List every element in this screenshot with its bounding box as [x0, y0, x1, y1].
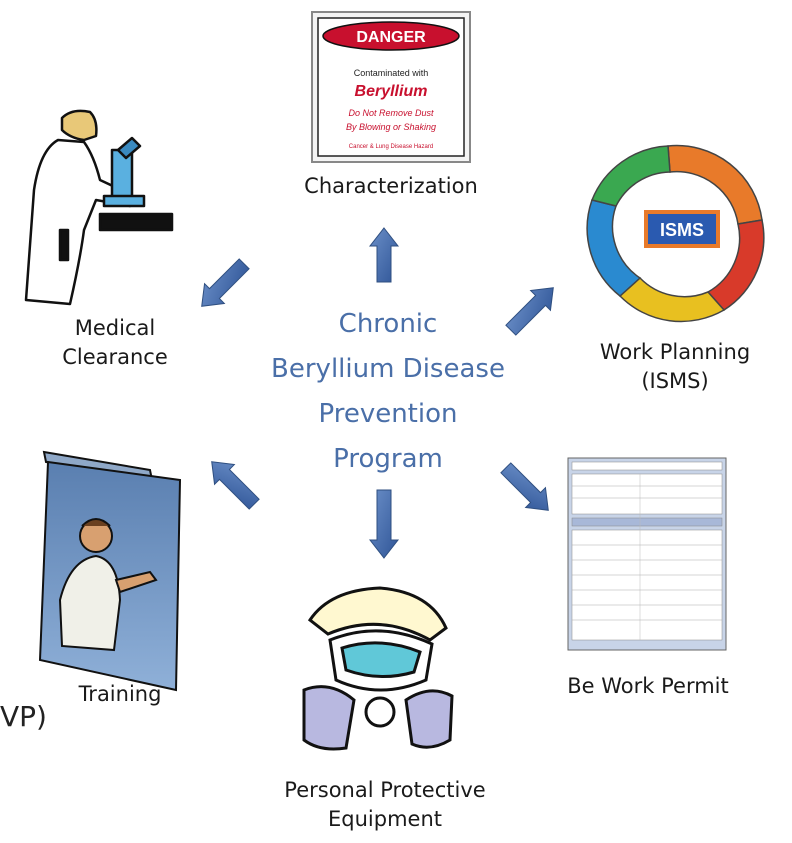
- cropped-text-fragment: VP): [0, 700, 47, 733]
- arrow-down: [368, 489, 400, 559]
- svg-text:Contaminated with: Contaminated with: [354, 68, 429, 78]
- arrow-up-left: [201, 258, 250, 307]
- label-training: Training: [78, 682, 162, 706]
- label-ppe: Personal Protective Equipment: [284, 778, 486, 831]
- label-work-planning: Work Planning (ISMS): [599, 340, 751, 393]
- label-characterization: Characterization: [304, 174, 478, 198]
- trainer-board-image: [38, 450, 182, 692]
- svg-text:Do Not Remove Dust: Do Not Remove Dust: [348, 108, 434, 118]
- arrow-down-left: [211, 461, 260, 510]
- label-be-work-permit: Be Work Permit: [567, 674, 729, 698]
- label-medical-clearance: Medical Clearance: [62, 316, 168, 369]
- scientist-microscope-image: [24, 109, 174, 306]
- work-permit-form-image: [567, 457, 727, 651]
- svg-text:Beryllium: Beryllium: [355, 83, 428, 100]
- isms-badge-text: ISMS: [660, 220, 704, 240]
- danger-header: DANGER: [356, 29, 426, 46]
- arrow-down-right: [500, 462, 549, 511]
- arrow-up-right: [505, 287, 554, 336]
- respirator-ppe-image: [302, 586, 454, 751]
- program-title: Chronic Beryllium Disease Prevention Pro…: [271, 309, 505, 474]
- danger-sign-image: DANGER Contaminated with Beryllium Do No…: [311, 11, 471, 163]
- arrow-up: [368, 227, 400, 283]
- svg-text:By Blowing or Shaking: By Blowing or Shaking: [346, 122, 436, 132]
- isms-cycle-image: ISMS: [586, 144, 765, 323]
- svg-text:Cancer & Lung Disease Hazard: Cancer & Lung Disease Hazard: [349, 144, 433, 150]
